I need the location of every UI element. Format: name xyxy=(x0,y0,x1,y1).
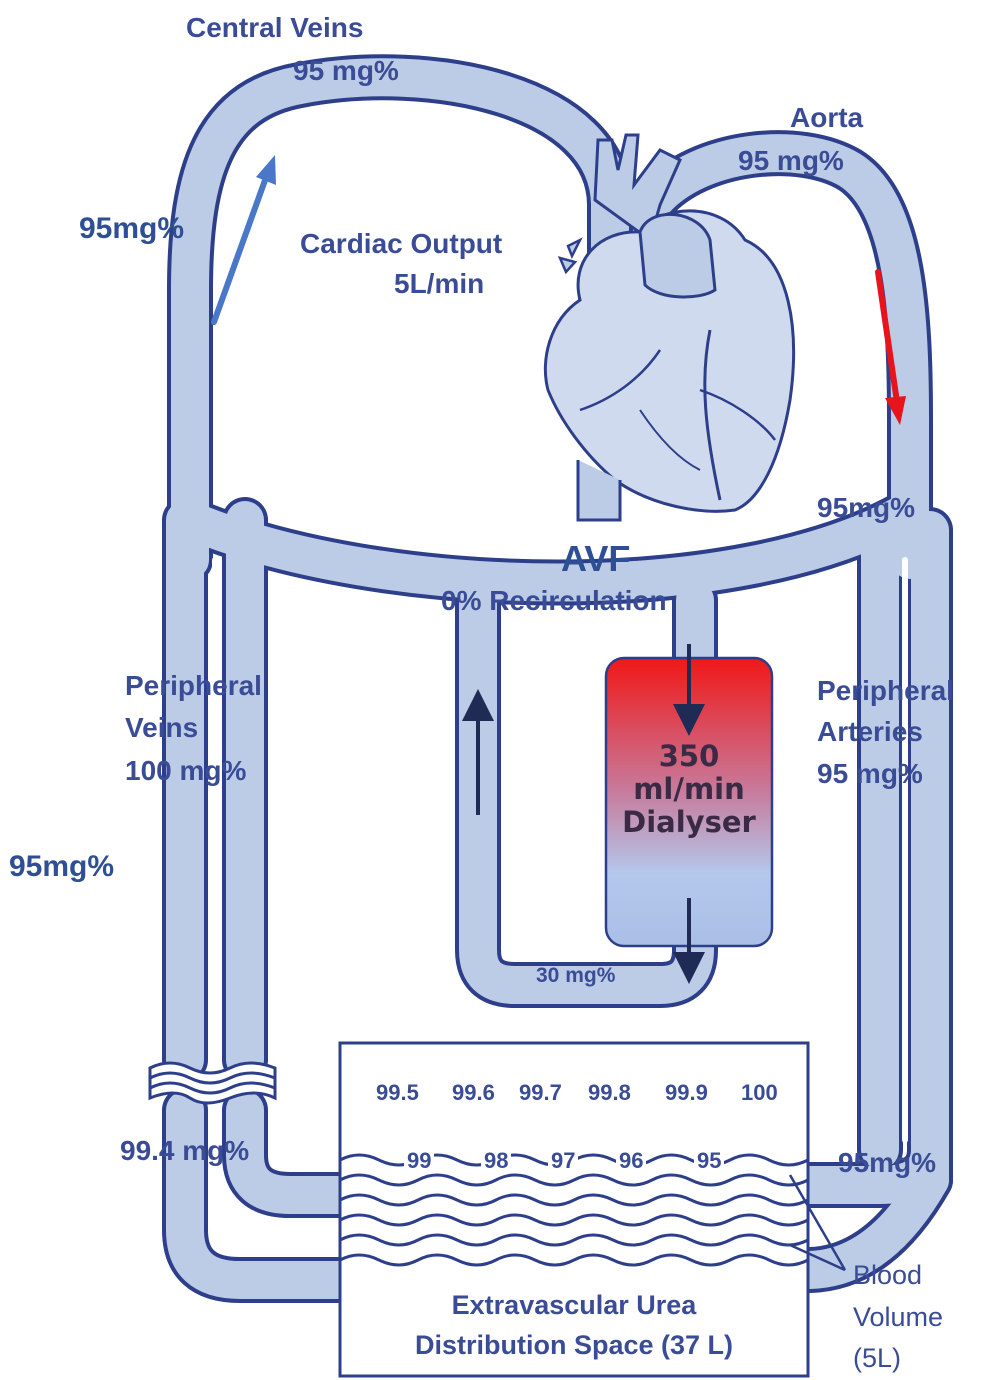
lower-left-concentration: 99.4 mg% xyxy=(120,1135,249,1167)
dialyser-text: 350 ml/min Dialyser xyxy=(606,740,772,838)
peripheral-arteries-label-2: Arteries xyxy=(817,716,923,748)
cardiac-output-value: 5L/min xyxy=(394,268,484,300)
gradient-value: 99 xyxy=(404,1148,434,1173)
extravascular-space-label-1: Extravascular Urea xyxy=(340,1290,808,1321)
right-upper-concentration: 95mg% xyxy=(817,492,915,524)
blood-volume-label-2: Volume xyxy=(853,1302,943,1333)
lower-right-concentration: 95mg% xyxy=(838,1147,936,1179)
cardiac-output-pointer xyxy=(560,240,580,272)
blood-volume-label-3: (5L) xyxy=(853,1343,901,1374)
venous-flow-arrowhead xyxy=(256,155,276,185)
avf-label: AVF xyxy=(561,538,630,579)
gradient-value: 99.8 xyxy=(588,1080,631,1105)
dialyser-flow-rate: 350 xyxy=(606,740,772,773)
central-veins-concentration: 95 mg% xyxy=(293,55,399,87)
gradient-value: 98 xyxy=(481,1148,511,1173)
peripheral-veins-concentration: 100 mg% xyxy=(125,755,246,787)
venous-flow-arrow-icon xyxy=(214,172,268,322)
peripheral-arteries-label-1: Peripheral xyxy=(817,675,954,707)
gradient-value: 96 xyxy=(616,1148,646,1173)
gradient-value: 99.6 xyxy=(452,1080,495,1105)
extravascular-space-label-2: Distribution Space (37 L) xyxy=(340,1330,808,1361)
gradient-value: 100 xyxy=(741,1080,778,1105)
peripheral-veins-label-2: Veins xyxy=(125,712,198,744)
left-middle-concentration: 95mg% xyxy=(9,850,114,885)
gradient-value: 99.9 xyxy=(665,1080,708,1105)
return-line-concentration: 30 mg% xyxy=(536,964,615,988)
gradient-value: 95 xyxy=(694,1148,724,1173)
aorta-label: Aorta xyxy=(790,102,863,134)
gradient-value: 97 xyxy=(548,1148,578,1173)
dialyser-label: Dialyser xyxy=(606,806,772,839)
aorta-concentration: 95 mg% xyxy=(738,145,844,177)
blood-volume-label-1: Blood xyxy=(853,1260,922,1291)
recirculation-label: 0% Recirculation xyxy=(441,585,667,617)
gradient-value: 99.5 xyxy=(376,1080,419,1105)
cardiac-output-label: Cardiac Output xyxy=(300,228,502,260)
dialyser-flow-unit: ml/min xyxy=(606,773,772,806)
left-upper-concentration: 95mg% xyxy=(79,212,184,247)
central-veins-label: Central Veins xyxy=(186,12,363,44)
peripheral-veins-label-1: Peripheral xyxy=(125,670,262,702)
gradient-value: 99.7 xyxy=(519,1080,562,1105)
peripheral-arteries-concentration: 95 mg% xyxy=(817,758,923,790)
